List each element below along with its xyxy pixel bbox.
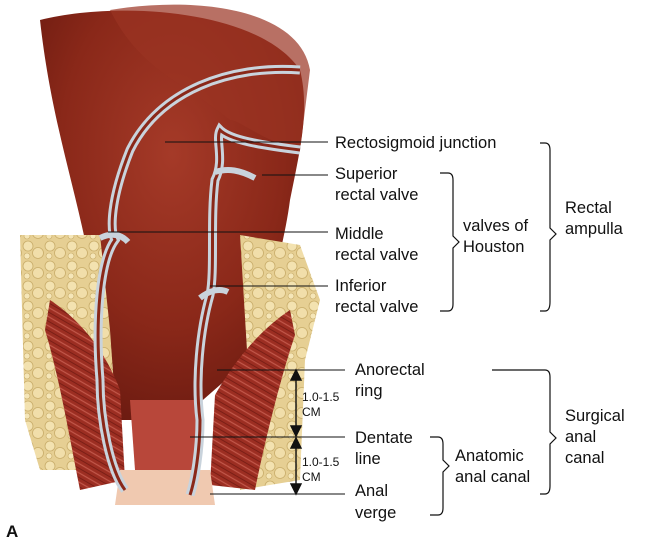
- label-anorectal-ring-l1: Anorectal: [355, 360, 425, 380]
- label-superior-rectal-valve-l2: rectal valve: [335, 185, 418, 205]
- anal-verge-skin: [115, 470, 215, 505]
- label-inferior-rectal-valve-l1: Inferior: [335, 276, 386, 296]
- label-rectal-ampulla-l1: Rectal: [565, 198, 612, 218]
- figure-letter: A: [6, 522, 18, 542]
- label-superior-rectal-valve-l1: Superior: [335, 164, 397, 184]
- label-anal-verge-l2: verge: [355, 503, 396, 523]
- label-measure-lower-l2: CM: [302, 470, 321, 485]
- label-dentate-line-l1: Dentate: [355, 428, 413, 448]
- label-measure-upper-l2: CM: [302, 405, 321, 420]
- label-rectosigmoid-junction: Rectosigmoid junction: [335, 133, 496, 153]
- label-anorectal-ring-l2: ring: [355, 381, 383, 401]
- label-rectal-ampulla-l2: ampulla: [565, 219, 623, 239]
- label-inferior-rectal-valve-l2: rectal valve: [335, 297, 418, 317]
- label-surgical-anal-canal-l2: anal: [565, 427, 596, 447]
- label-middle-rectal-valve-l1: Middle: [335, 224, 384, 244]
- label-valves-of-houston-l2: Houston: [463, 237, 524, 257]
- label-surgical-anal-canal-l3: canal: [565, 448, 604, 468]
- label-measure-upper-l1: 1.0-1.5: [302, 390, 339, 405]
- label-measure-lower-l1: 1.0-1.5: [302, 455, 339, 470]
- label-middle-rectal-valve-l2: rectal valve: [335, 245, 418, 265]
- label-valves-of-houston-l1: valves of: [463, 216, 528, 236]
- label-anal-verge-l1: Anal: [355, 481, 388, 501]
- label-anatomic-anal-canal-l2: anal canal: [455, 467, 530, 487]
- label-dentate-line-l2: line: [355, 449, 381, 469]
- label-surgical-anal-canal-l1: Surgical: [565, 406, 625, 426]
- label-anatomic-anal-canal-l1: Anatomic: [455, 446, 524, 466]
